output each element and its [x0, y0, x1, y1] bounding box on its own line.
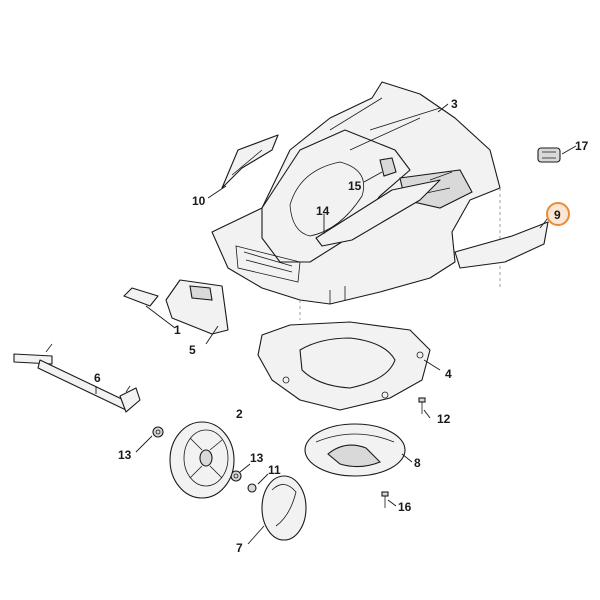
screw-16 — [381, 491, 389, 508]
callout-15: 15 — [348, 179, 362, 193]
plug-part — [537, 147, 561, 163]
hub-cap — [261, 475, 307, 541]
callout-16: 16 — [398, 500, 412, 514]
callout-12: 12 — [437, 412, 451, 426]
callout-13b: 13 — [250, 451, 264, 465]
callout-6: 6 — [94, 371, 101, 385]
mower-deck-housing — [211, 81, 501, 320]
callout-11: 11 — [268, 463, 281, 477]
callout-4: 4 — [445, 367, 452, 381]
side-trim — [454, 221, 549, 269]
side-panel — [221, 134, 279, 189]
callout-2: 2 — [236, 407, 243, 421]
callout-7: 7 — [236, 541, 243, 555]
cover-strip — [315, 179, 441, 247]
leader-lines — [95, 103, 577, 545]
callout-5: 5 — [189, 343, 196, 357]
base-cover — [304, 423, 406, 477]
highlight-ring — [546, 202, 570, 226]
small-clip — [379, 157, 397, 177]
callout-10: 10 — [192, 194, 206, 208]
callout-labels: 1 2 3 4 5 6 7 8 9 10 11 12 13 13 14 15 1… — [94, 97, 589, 555]
callout-13a: 13 — [118, 448, 132, 462]
rear-flap — [165, 279, 229, 335]
callout-3: 3 — [451, 97, 458, 111]
callout-9: 9 — [554, 208, 561, 222]
label-part — [123, 287, 159, 307]
callout-17: 17 — [575, 139, 589, 153]
washer-13-left — [152, 426, 164, 438]
deck-plate — [257, 321, 431, 411]
callout-1: 1 — [174, 323, 181, 337]
callout-8: 8 — [414, 456, 421, 470]
callout-14: 14 — [316, 204, 330, 218]
wheel — [169, 421, 235, 499]
screw-12 — [418, 397, 426, 414]
axle — [13, 343, 141, 413]
nut-11 — [247, 483, 257, 493]
